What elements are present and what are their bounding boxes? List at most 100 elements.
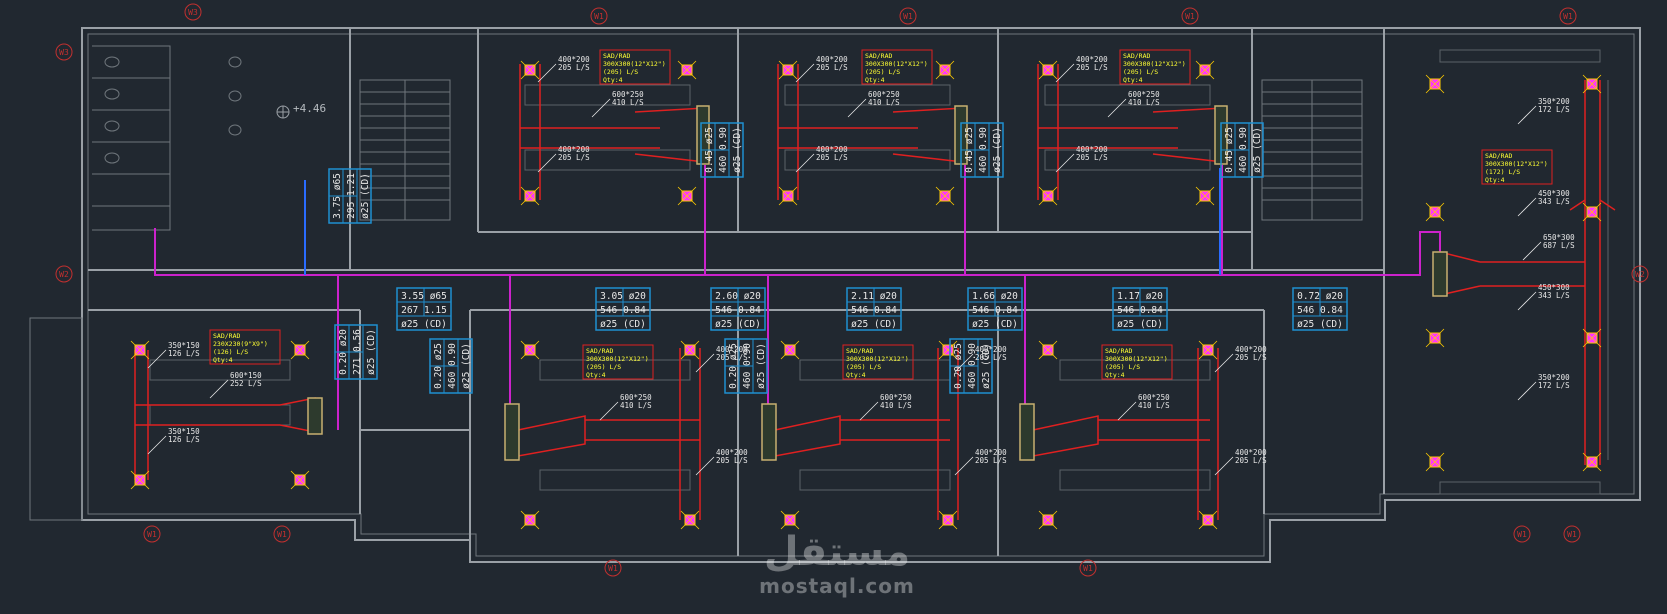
toilet-stalls: [92, 45, 242, 231]
diffuser-grille: [1198, 340, 1218, 360]
duct-size-text: 400*200: [716, 448, 748, 457]
watermark: مستقل mostaql.com: [752, 530, 922, 598]
stair-left: [359, 79, 451, 221]
sad-box-line: SAD/RAD: [1123, 52, 1150, 60]
level-mark-text: +4.46: [293, 102, 326, 115]
duct-flow-text: 410 L/S: [1138, 401, 1170, 410]
axis-label-text: W1: [1517, 530, 1527, 539]
pipe-tag-row: ø25 (CD): [401, 319, 447, 330]
axis-label-text: W1: [147, 530, 157, 539]
duct-size-text: 400*200: [1235, 345, 1267, 354]
duct-size-text: 450*300: [1538, 189, 1570, 198]
duct-flow-text: 172 L/S: [1538, 381, 1570, 390]
pipe-tag-row: 3.55 ø65: [401, 291, 447, 302]
diffuser-grille: [1195, 60, 1215, 80]
duct-flow-text: 205 L/S: [1235, 456, 1267, 465]
duct-size-text: 400*200: [975, 345, 1007, 354]
axis-label-text: W1: [1185, 12, 1195, 21]
duct-flow-text: 205 L/S: [558, 153, 590, 162]
duct-size-text: 600*250: [1138, 393, 1170, 402]
duct-flow-text: 410 L/S: [620, 401, 652, 410]
diffuser-grille: [1038, 60, 1058, 80]
sad-box-line: Qty:4: [1123, 76, 1143, 84]
pipe-tag-row: ø25 (CD): [992, 127, 1003, 173]
duct-network-top-3: [1037, 64, 1224, 200]
sad-box-line: 300X300(12"X12"): [603, 60, 666, 68]
axis-marker-w1-b6: W1: [1563, 525, 1581, 543]
duct-size-text: 400*200: [1076, 145, 1108, 154]
duct-flow-text: 343 L/S: [1538, 291, 1570, 300]
diffuser-grille: [1425, 74, 1445, 94]
duct-size-text: 400*200: [816, 55, 848, 64]
duct-size-text: 350*200: [1538, 97, 1570, 106]
diffuser-grille: [1425, 202, 1445, 222]
sad-box-line: SAD/RAD: [846, 347, 873, 355]
axis-marker-w1-b4: W1: [1079, 559, 1097, 577]
pipe-tag-row: 2.11 ø20: [851, 291, 897, 302]
diffuser-grille: [1582, 452, 1602, 472]
sad-box-line: Qty:4: [865, 76, 885, 84]
duct-size-text: 650*300: [1543, 233, 1575, 242]
axis-marker-w2-right: W2: [1631, 265, 1649, 283]
pipe-tag-row: ø25 (CD): [461, 343, 472, 389]
axis-marker-w3-top: W3: [184, 3, 202, 21]
diffuser-grille: [1038, 340, 1058, 360]
axis-marker-w1-t1: W1: [590, 7, 608, 25]
duct-flow-text: 126 L/S: [168, 435, 200, 444]
diffuser-grille: [680, 510, 700, 530]
stair-right: [1261, 79, 1363, 221]
sad-box-line: Qty:4: [846, 371, 866, 379]
pipe-tag-row: ø25 (CD): [715, 319, 761, 330]
axis-marker-w2-left: W2: [55, 265, 73, 283]
duct-flow-text: 205 L/S: [558, 63, 590, 72]
pipe-tag-h1: 3.55 ø65 267 1.15 ø25 (CD): [396, 287, 452, 331]
sad-box-line: (205) L/S: [865, 68, 900, 76]
pipe-tag-row: 460 0.90: [718, 127, 729, 173]
axis-marker-w1-b5: W1: [1513, 525, 1531, 543]
sad-box-line: 300X300(12"X12"): [846, 355, 909, 363]
duct-size-text: 350*150: [168, 341, 200, 350]
diffuser-grille: [1038, 510, 1058, 530]
pipe-tag-h3: 2.60 ø20 546 0.84 ø25 (CD): [710, 287, 766, 331]
pipe-tag-row: 546 0.84: [1117, 305, 1163, 316]
axis-label-text: W3: [59, 48, 69, 57]
diffuser-grille: [935, 60, 955, 80]
pipe-tag-row: 546 0.84: [715, 305, 761, 316]
furniture: [149, 49, 1609, 495]
diffuser-grille: [935, 186, 955, 206]
duct-flow-text: 410 L/S: [612, 98, 644, 107]
pipe-tag-row: ø25 (CD): [851, 319, 897, 330]
sad-box-line: SAD/RAD: [865, 52, 892, 60]
diffuser-grille: [780, 510, 800, 530]
pipe-tag-row: 460 0.90: [742, 343, 753, 389]
pipe-tag-row: 2.60 ø20: [715, 291, 761, 302]
duct-size-text: 400*200: [816, 145, 848, 154]
pipe-tag-row: 267 1.15: [401, 305, 447, 316]
diffuser-grille: [1198, 510, 1218, 530]
duct-size-text: 450*300: [1538, 283, 1570, 292]
duct-size-text: 400*200: [1235, 448, 1267, 457]
sad-box-line: Qty:4: [1485, 176, 1505, 184]
sad-box-line: 300X300(12"X12"): [586, 355, 649, 363]
